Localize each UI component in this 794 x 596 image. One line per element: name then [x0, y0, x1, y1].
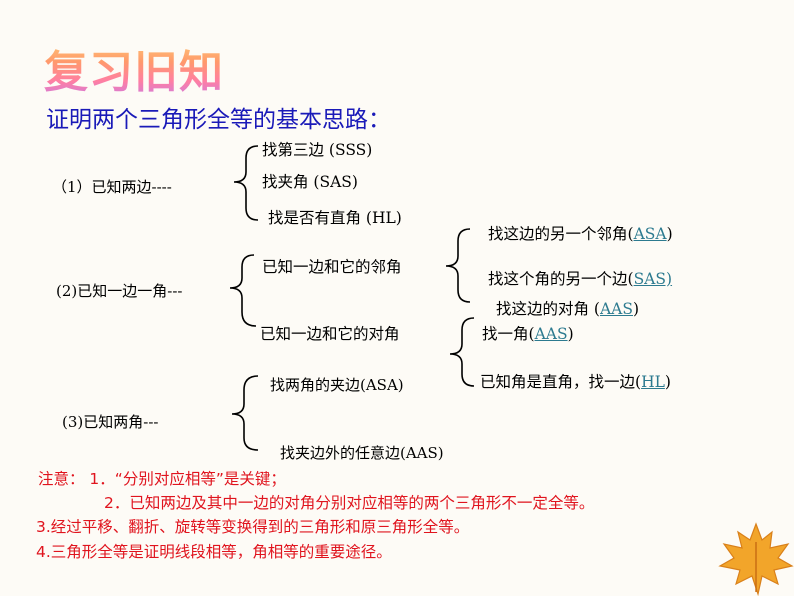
branch-b-item-hl-text: 已知角是直角，找一边( — [480, 373, 642, 391]
branch-a-item-asa-close: ) — [666, 225, 673, 243]
branch-a-item-aas-close: ) — [633, 300, 640, 318]
hl-link[interactable]: HL — [641, 373, 665, 391]
group1-item-sss: 找第三边 (SSS) — [262, 141, 373, 159]
group2-label: (2)已知一边一角--- — [56, 282, 183, 300]
note-4: 4.三角形全等是证明线段相等，角相等的重要途径。 — [36, 543, 392, 561]
branch-b-item-aas: 找一角(AAS) — [482, 322, 574, 344]
note-3: 3.经过平移、翻折、旋转等变换得到的三角形和原三角形全等。 — [36, 518, 470, 536]
page-subtitle: 证明两个三角形全等的基本思路： — [46, 107, 391, 133]
asa-link[interactable]: ASA — [633, 225, 667, 243]
branch-a-item-aas: 找这边的对角 (AAS) — [496, 297, 639, 319]
branch-a-item-aas-text: 找这边的对角 ( — [496, 300, 600, 318]
page-title: 复习旧知 — [44, 36, 224, 100]
group3-item-asa: 找两角的夹边(ASA) — [270, 376, 404, 394]
branch-b-item-hl: 已知角是直角，找一边(HL) — [480, 370, 671, 392]
sas-link[interactable]: SAS) — [633, 270, 673, 288]
branch-b-item-aas-text: 找一角( — [482, 325, 535, 343]
group3-label: (3)已知两角--- — [62, 413, 159, 431]
note-1: 注意： 1．“分别对应相等”是关键； — [38, 470, 286, 488]
branch-a-item-asa: 找这边的另一个邻角(ASA) — [488, 222, 673, 244]
branch-b-item-hl-close: ) — [664, 373, 671, 391]
branch-b-item-aas-close: ) — [567, 325, 574, 343]
branch-a-item-sas: 找这个角的另一个边(SAS) — [488, 267, 672, 289]
maple-leaf-icon — [718, 522, 794, 596]
aas-link[interactable]: AAS — [599, 300, 633, 318]
group2-branch-a-label: 已知一边和它的邻角 — [262, 258, 402, 276]
group1-item-sas: 找夹角 (SAS) — [262, 173, 358, 191]
note-2: 2．已知两边及其中一边的对角分别对应相等的两个三角形不一定全等。 — [104, 494, 595, 512]
group1-item-hl: 找是否有直角 (HL) — [268, 209, 402, 227]
branch-a-item-sas-text: 找这个角的另一个边( — [488, 270, 634, 288]
group1-label: （1）已知两边---- — [52, 178, 172, 196]
group2-branch-b-label: 已知一边和它的对角 — [260, 325, 400, 343]
aas-link-2[interactable]: AAS — [534, 325, 568, 343]
branch-a-item-asa-text: 找这边的另一个邻角( — [488, 225, 634, 243]
group3-item-aas: 找夹边外的任意边(AAS) — [280, 444, 444, 462]
